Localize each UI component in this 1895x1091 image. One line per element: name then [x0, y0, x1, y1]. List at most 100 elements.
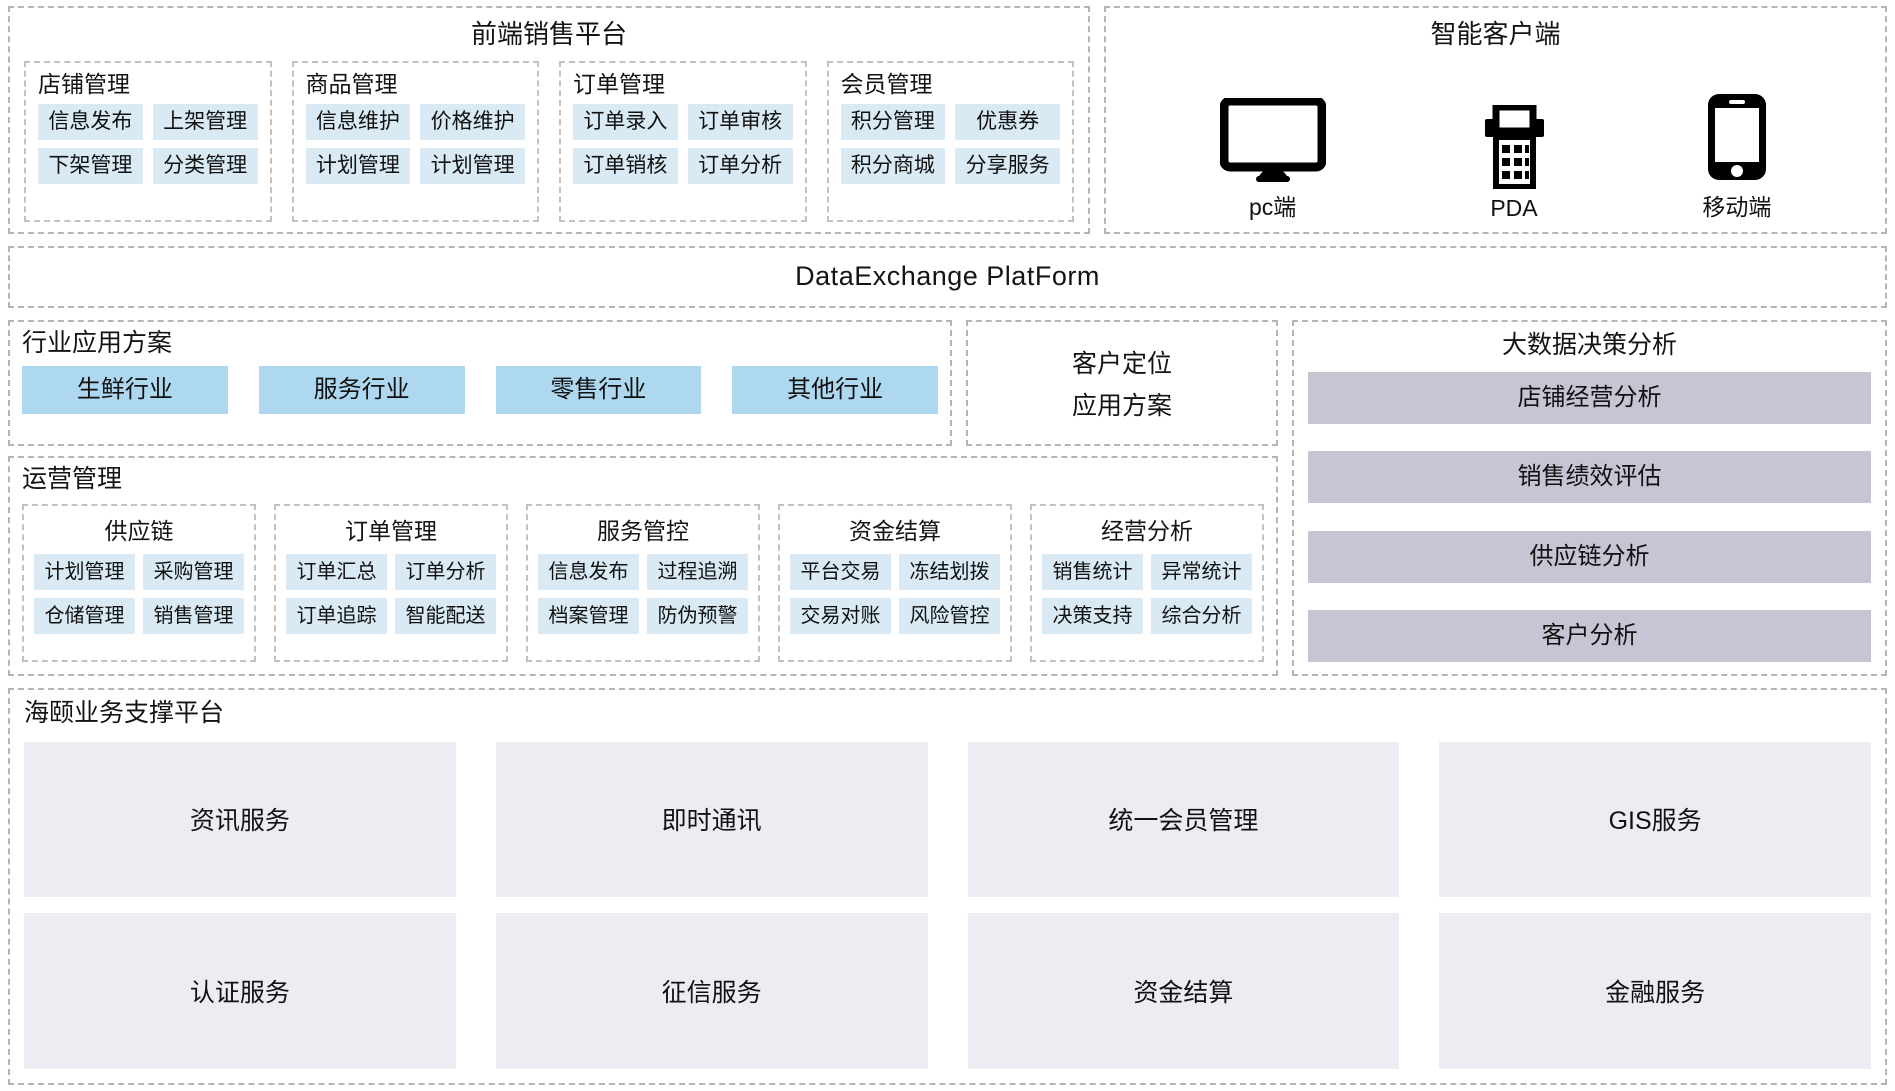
tile-item[interactable]: 订单销核 [573, 148, 678, 185]
group-order-management: 订单管理 订单录入 订单审核 订单销核 订单分析 [559, 60, 807, 222]
ops-tile[interactable]: 平台交易 [790, 553, 891, 590]
ops-group-order-management: 订单管理 订单汇总 订单分析 订单追踪 智能配送 [274, 503, 508, 662]
tile-item[interactable]: 计划管理 [420, 148, 525, 185]
bigdata-title: 大数据决策分析 [1501, 331, 1677, 359]
ops-tile[interactable]: 冻结划拨 [899, 553, 1000, 590]
device-label: PDA [1490, 195, 1538, 221]
device-pc[interactable]: pc端 [1219, 98, 1326, 222]
ops-group-title: 订单管理 [345, 517, 437, 544]
industry-tile[interactable]: 其他行业 [732, 365, 938, 414]
ops-group-tiles: 信息发布 过程追溯 档案管理 防伪预警 [538, 553, 748, 634]
industry-solutions-title: 行业应用方案 [22, 329, 173, 357]
ops-tile[interactable]: 决策支持 [1042, 597, 1143, 634]
tile-item[interactable]: 订单分析 [687, 148, 793, 185]
ops-tile[interactable]: 计划管理 [34, 553, 135, 590]
industry-tile[interactable]: 服务行业 [258, 365, 465, 414]
tile-item[interactable]: 订单录入 [573, 104, 678, 141]
data-exchange-platform-bar: DataExchange PlatForm [8, 246, 1887, 308]
industry-tile[interactable]: 生鲜行业 [22, 365, 228, 414]
tile-item[interactable]: 积分管理 [840, 104, 946, 141]
front-platform-groups: 店铺管理 信息发布 上架管理 下架管理 分类管理 商品管理 信息维护 价格维护 … [24, 60, 1074, 222]
device-label: 移动端 [1702, 194, 1772, 220]
ops-tile[interactable]: 订单汇总 [286, 553, 387, 590]
tile-item[interactable]: 积分商城 [840, 148, 946, 185]
ops-group-title: 经营分析 [1101, 517, 1193, 544]
top-row: 前端销售平台 店铺管理 信息发布 上架管理 下架管理 分类管理 商品管理 信息维… [8, 6, 1887, 234]
group-tiles: 信息维护 价格维护 计划管理 计划管理 [305, 104, 525, 185]
ops-tile[interactable]: 档案管理 [538, 597, 639, 634]
industry-tile[interactable]: 零售行业 [495, 365, 702, 414]
customer-location-panel: 客户定位 应用方案 [966, 320, 1278, 446]
ops-tile[interactable]: 销售统计 [1042, 553, 1143, 590]
industry-solutions-panel: 行业应用方案 生鲜行业 服务行业 零售行业 其他行业 [8, 320, 952, 446]
bigdata-tile[interactable]: 客户分析 [1308, 610, 1871, 662]
device-mobile[interactable]: 移动端 [1702, 92, 1771, 222]
support-tile[interactable]: 认证服务 [24, 913, 456, 1069]
group-tiles: 订单录入 订单审核 订单销核 订单分析 [573, 104, 793, 185]
bigdata-items: 店铺经营分析 销售绩效评估 供应链分析 客户分析 [1308, 371, 1871, 662]
tile-item[interactable]: 下架管理 [38, 148, 143, 185]
customer-location-line1: 客户定位 [1071, 350, 1172, 378]
ops-tile[interactable]: 综合分析 [1151, 597, 1252, 634]
bigdata-tile[interactable]: 销售绩效评估 [1308, 451, 1871, 503]
group-title: 商品管理 [305, 70, 398, 97]
ops-tile[interactable]: 交易对账 [790, 597, 891, 634]
ops-tile[interactable]: 仓储管理 [34, 597, 135, 634]
device-pda[interactable]: PDA [1477, 105, 1551, 222]
tile-item[interactable]: 优惠券 [955, 104, 1060, 141]
support-tile[interactable]: 即时通讯 [495, 741, 928, 898]
operations-management-panel: 运营管理 供应链 计划管理 采购管理 仓储管理 销售管理 订单管理 [8, 456, 1278, 676]
ops-tile[interactable]: 订单追踪 [286, 597, 387, 634]
ops-tile[interactable]: 异常统计 [1151, 553, 1252, 590]
group-title: 订单管理 [573, 70, 665, 97]
tile-item[interactable]: 上架管理 [152, 104, 258, 141]
ops-group-title: 供应链 [104, 517, 174, 544]
ops-tile[interactable]: 过程追溯 [647, 553, 748, 590]
support-tile[interactable]: 统一会员管理 [967, 741, 1400, 898]
ops-group-tiles: 计划管理 采购管理 仓储管理 销售管理 [34, 553, 244, 634]
mobile-phone-icon [1706, 92, 1768, 182]
ops-tile[interactable]: 订单分析 [395, 553, 496, 590]
ops-tile[interactable]: 风险管控 [899, 597, 1000, 634]
front-sales-platform-panel: 前端销售平台 店铺管理 信息发布 上架管理 下架管理 分类管理 商品管理 信息维… [8, 6, 1090, 234]
tile-item[interactable]: 信息发布 [38, 104, 143, 141]
support-platform-title: 海颐业务支撑平台 [24, 699, 225, 727]
ops-tile[interactable]: 智能配送 [395, 597, 496, 634]
ops-group-service-control: 服务管控 信息发布 过程追溯 档案管理 防伪预警 [526, 503, 760, 662]
front-sales-platform-title: 前端销售平台 [470, 19, 627, 49]
group-member-management: 会员管理 积分管理 优惠券 积分商城 分享服务 [826, 60, 1074, 222]
ops-tile[interactable]: 防伪预警 [647, 597, 748, 634]
support-tile[interactable]: 征信服务 [495, 913, 928, 1069]
group-store-management: 店铺管理 信息发布 上架管理 下架管理 分类管理 [24, 60, 272, 222]
tile-item[interactable]: 价格维护 [420, 104, 525, 141]
ops-group-business-analysis: 经营分析 销售统计 异常统计 决策支持 综合分析 [1030, 503, 1264, 662]
tile-item[interactable]: 信息维护 [305, 104, 411, 141]
data-exchange-title: DataExchange PlatForm [795, 261, 1100, 292]
support-tile[interactable]: 金融服务 [1439, 913, 1871, 1069]
ops-group-supply-chain: 供应链 计划管理 采购管理 仓储管理 销售管理 [22, 503, 256, 662]
tile-item[interactable]: 分享服务 [955, 148, 1060, 185]
ops-group-title: 服务管控 [597, 517, 689, 544]
ops-tile[interactable]: 信息发布 [538, 553, 639, 590]
support-tile[interactable]: 资讯服务 [24, 741, 456, 898]
ops-group-tiles: 订单汇总 订单分析 订单追踪 智能配送 [286, 553, 496, 634]
monitor-icon [1219, 98, 1326, 182]
device-list: pc端 [1120, 55, 1871, 224]
group-tiles: 信息发布 上架管理 下架管理 分类管理 [38, 104, 258, 185]
ops-tile[interactable]: 采购管理 [143, 553, 244, 590]
ops-group-title: 资金结算 [849, 517, 941, 544]
bigdata-tile[interactable]: 供应链分析 [1308, 530, 1871, 583]
group-title: 店铺管理 [38, 70, 130, 97]
smart-client-panel: 智能客户端 pc端 [1104, 6, 1887, 234]
operations-groups: 供应链 计划管理 采购管理 仓储管理 销售管理 订单管理 订单汇总 订单分析 [22, 503, 1264, 662]
tile-item[interactable]: 订单审核 [687, 104, 793, 141]
tile-item[interactable]: 分类管理 [152, 148, 258, 185]
operations-management-title: 运营管理 [22, 465, 123, 493]
bigdata-tile[interactable]: 店铺经营分析 [1308, 371, 1871, 424]
group-product-management: 商品管理 信息维护 价格维护 计划管理 计划管理 [291, 60, 539, 222]
support-tile[interactable]: 资金结算 [967, 913, 1400, 1069]
pda-icon [1477, 105, 1551, 189]
tile-item[interactable]: 计划管理 [305, 148, 411, 185]
ops-tile[interactable]: 销售管理 [143, 597, 244, 634]
support-tile[interactable]: GIS服务 [1439, 741, 1871, 898]
